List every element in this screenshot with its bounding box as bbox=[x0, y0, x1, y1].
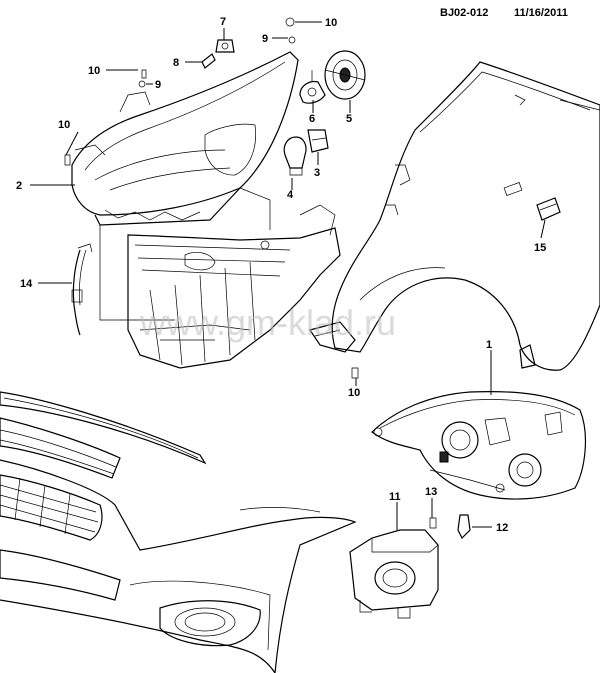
callout-5: 5 bbox=[346, 113, 352, 125]
callout-10-top: 10 bbox=[325, 17, 337, 29]
leader-lines bbox=[30, 21, 546, 530]
wire-harness-clip bbox=[71, 243, 93, 336]
front-bumper bbox=[0, 391, 357, 673]
diagram-date: 11/16/2011 bbox=[514, 7, 568, 19]
callout-10-fender: 10 bbox=[348, 387, 360, 399]
callout-14: 14 bbox=[20, 278, 33, 290]
clip bbox=[215, 39, 235, 53]
headlamp-assembly-rear bbox=[371, 391, 587, 500]
callout-3: 3 bbox=[314, 167, 320, 179]
callout-6: 6 bbox=[309, 113, 315, 125]
callout-7: 7 bbox=[220, 16, 226, 28]
callout-10-upper-left: 10 bbox=[88, 65, 100, 77]
side-marker-lamp bbox=[536, 197, 561, 221]
fasteners bbox=[64, 17, 471, 540]
diagram-code: BJ02-012 bbox=[440, 7, 488, 19]
bulb bbox=[283, 136, 307, 176]
callout-1: 1 bbox=[486, 339, 492, 351]
front-fender bbox=[309, 61, 600, 371]
headlamp-assembly-front bbox=[71, 51, 299, 321]
headlamp-cap bbox=[324, 50, 366, 100]
watermark: www.gm-klad.ru bbox=[139, 302, 396, 343]
fog-lamp bbox=[349, 529, 439, 619]
callout-4: 4 bbox=[287, 189, 294, 201]
front-body-structure bbox=[127, 204, 341, 369]
callout-12: 12 bbox=[496, 522, 508, 534]
callout-8: 8 bbox=[173, 57, 179, 69]
bulb-socket bbox=[307, 129, 329, 153]
bracket bbox=[201, 53, 216, 69]
callout-9-upper: 9 bbox=[262, 33, 268, 45]
headlamp-bulb bbox=[299, 70, 326, 104]
callout-13: 13 bbox=[425, 486, 437, 498]
callout-2: 2 bbox=[16, 180, 22, 192]
callout-10-left: 10 bbox=[58, 119, 70, 131]
callout-numbers: 1 2 3 4 5 6 7 8 9 9 10 10 10 10 11 12 13… bbox=[16, 16, 546, 534]
callout-15: 15 bbox=[534, 242, 546, 254]
callout-11: 11 bbox=[389, 491, 401, 503]
callout-9-left: 9 bbox=[155, 79, 161, 91]
